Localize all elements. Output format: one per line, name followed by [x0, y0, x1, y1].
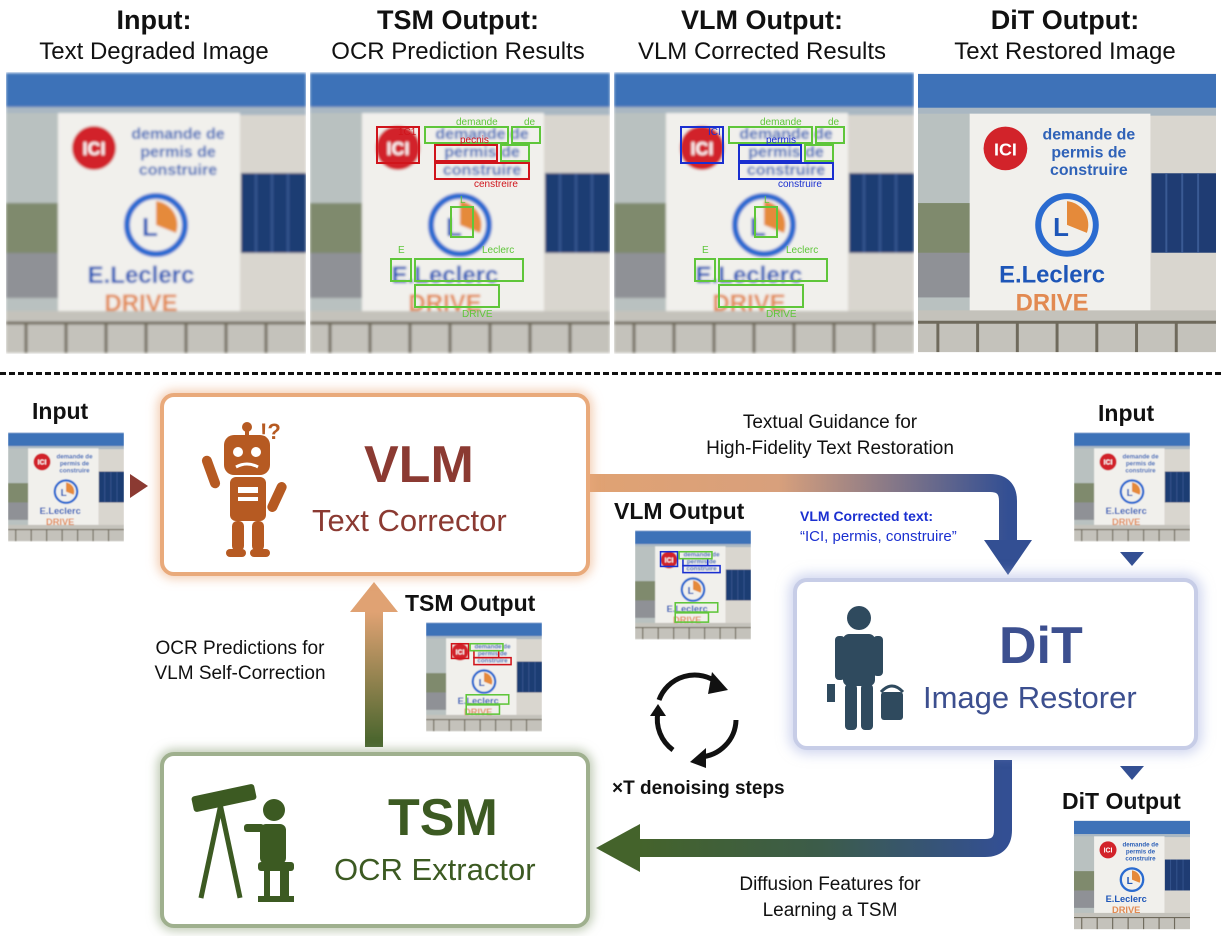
ocr-box-de — [815, 126, 845, 144]
dit-output-thumbnail — [1074, 820, 1190, 930]
ocr-box-de — [511, 126, 541, 144]
denoise-label: ×T denoising steps — [612, 778, 785, 799]
ocr-box-construire — [738, 162, 834, 180]
ocr-box-construire — [434, 162, 530, 180]
ocr-box-drive — [414, 284, 500, 308]
column-header-input: Input: Text Degraded Image — [4, 4, 304, 68]
ocr-label-de: de — [828, 117, 840, 128]
column-subtitle: VLM Corrected Results — [637, 38, 887, 65]
guidance-text: Textual Guidance for High-Fidelity Text … — [640, 410, 1020, 462]
input-thumbnail-left — [8, 432, 124, 542]
tsm-output-thumbnail — [426, 622, 542, 732]
vlm-text-corrector-box: !? VLM Text Corrector — [160, 393, 590, 576]
column-title: VLM Output: — [681, 5, 843, 35]
column-subtitle: Text Restored Image — [954, 38, 1176, 65]
vlm-subtitle: Text Corrector — [312, 503, 507, 538]
ocr-box-demande — [424, 126, 509, 144]
guidance-line-2: High-Fidelity Text Restoration — [706, 438, 954, 459]
ocr-box-l — [754, 206, 778, 238]
dit-title: DiT — [999, 617, 1083, 675]
ocr-label-leclerc: Leclerc — [786, 245, 819, 256]
input-label-right: Input — [1098, 400, 1155, 426]
column-header-dit: DiT Output: Text Restored Image — [915, 4, 1215, 68]
ocr-predictions-text: OCR Predictions for VLM Self-Correction — [120, 636, 360, 686]
ocr-label-ici: 1C1 — [398, 127, 417, 138]
ocr-label-drive: DRIVE — [462, 309, 493, 320]
guidance-line-1: Textual Guidance for — [742, 412, 918, 433]
ocr-box-permis — [434, 144, 498, 162]
ocr-label-l: L — [764, 195, 770, 206]
column-subtitle: OCR Prediction Results — [331, 38, 585, 65]
ocr-box-ici — [376, 126, 420, 164]
ocr-box-e — [390, 258, 412, 282]
input-thumbnail-right — [1074, 432, 1190, 542]
dit-output-label: DiT Output — [1062, 788, 1181, 814]
ocr-label-de: de — [524, 117, 536, 128]
panel-vlm-output: ICI demande de permis construire L E Lec… — [614, 72, 914, 354]
column-title: DiT Output: — [990, 5, 1140, 35]
arrowhead-to-vlm — [350, 582, 398, 612]
ocr-pred-line-1: OCR Predictions for — [155, 638, 325, 659]
vlm-corrected-text: “ICI, permis, construire” — [800, 528, 957, 545]
ocr-label-permis: pecnis — [460, 135, 489, 146]
vlm-output-thumbnail — [635, 530, 751, 640]
column-subtitle: Text Degraded Image — [39, 38, 269, 65]
ocr-box-permis — [738, 144, 802, 162]
arrow-tsm-to-vlm — [365, 612, 383, 747]
ocr-label-ici: ICI — [708, 127, 721, 138]
diffusion-features-text: Diffusion Features for Learning a TSM — [690, 872, 970, 924]
ocr-label-demande: demande — [760, 117, 802, 128]
tsm-ocr-extractor-box: TSM OCR Extractor — [160, 752, 590, 928]
ocr-box-drive — [718, 284, 804, 308]
ocr-box-leclerc — [718, 258, 828, 282]
column-title: Input: — [116, 5, 192, 35]
ocr-label-demande: demande — [456, 117, 498, 128]
ocr-box-e — [694, 258, 716, 282]
robot-icon — [201, 422, 287, 557]
ocr-label-l: L — [460, 195, 466, 206]
arrowhead-to-tsm — [596, 824, 640, 872]
telescope-observer-icon — [191, 784, 294, 902]
ocr-box-de2 — [804, 144, 834, 162]
panel-tsm-output: 1C1 demande de pecnis censtreire L E Lec… — [310, 72, 610, 354]
ocr-box-ici — [680, 126, 724, 164]
tsm-output-label: TSM Output — [405, 590, 536, 616]
vlm-title: VLM — [364, 436, 474, 494]
tsm-title: TSM — [388, 789, 498, 847]
arrow-vlm-to-dit — [590, 474, 1017, 540]
ocr-pred-line-2: VLM Self-Correction — [154, 663, 326, 684]
robot-exclaim: !? — [260, 419, 281, 444]
ocr-label-drive: DRIVE — [766, 309, 797, 320]
ocr-label-construire: construire — [778, 179, 822, 190]
ocr-label-leclerc: Leclerc — [482, 245, 515, 256]
arrow-input-to-vlm — [130, 474, 148, 498]
ocr-label-permis: permis — [766, 135, 797, 146]
tsm-subtitle: OCR Extractor — [334, 852, 536, 887]
column-title: TSM Output: — [377, 5, 539, 35]
ocr-box-l — [450, 206, 474, 238]
diffusion-line-2: Learning a TSM — [762, 900, 898, 921]
section-divider — [0, 372, 1221, 375]
ocr-box-leclerc — [414, 258, 524, 282]
arrowhead-to-dit — [984, 540, 1032, 575]
dit-image-restorer-box: DiT Image Restorer — [793, 578, 1198, 750]
input-label-left: Input — [32, 398, 89, 424]
ocr-label-e: E — [398, 245, 405, 256]
worker-painter-icon — [827, 606, 905, 730]
vlm-output-label: VLM Output — [614, 498, 745, 524]
ocr-box-demande — [728, 126, 813, 144]
vlm-corrected-heading: VLM Corrected text: — [800, 508, 934, 524]
ocr-label-e: E — [702, 245, 709, 256]
ocr-label-construire: censtreire — [474, 179, 518, 190]
diffusion-line-1: Diffusion Features for — [739, 874, 921, 895]
arrow-dit-to-tsm — [640, 760, 1012, 857]
arrow-input-to-dit — [1120, 552, 1144, 566]
ocr-box-de2 — [500, 144, 530, 162]
dit-subtitle: Image Restorer — [923, 680, 1137, 715]
column-header-tsm: TSM Output: OCR Prediction Results — [308, 4, 608, 68]
arrow-dit-to-output — [1120, 766, 1144, 780]
column-header-vlm: VLM Output: VLM Corrected Results — [612, 4, 912, 68]
